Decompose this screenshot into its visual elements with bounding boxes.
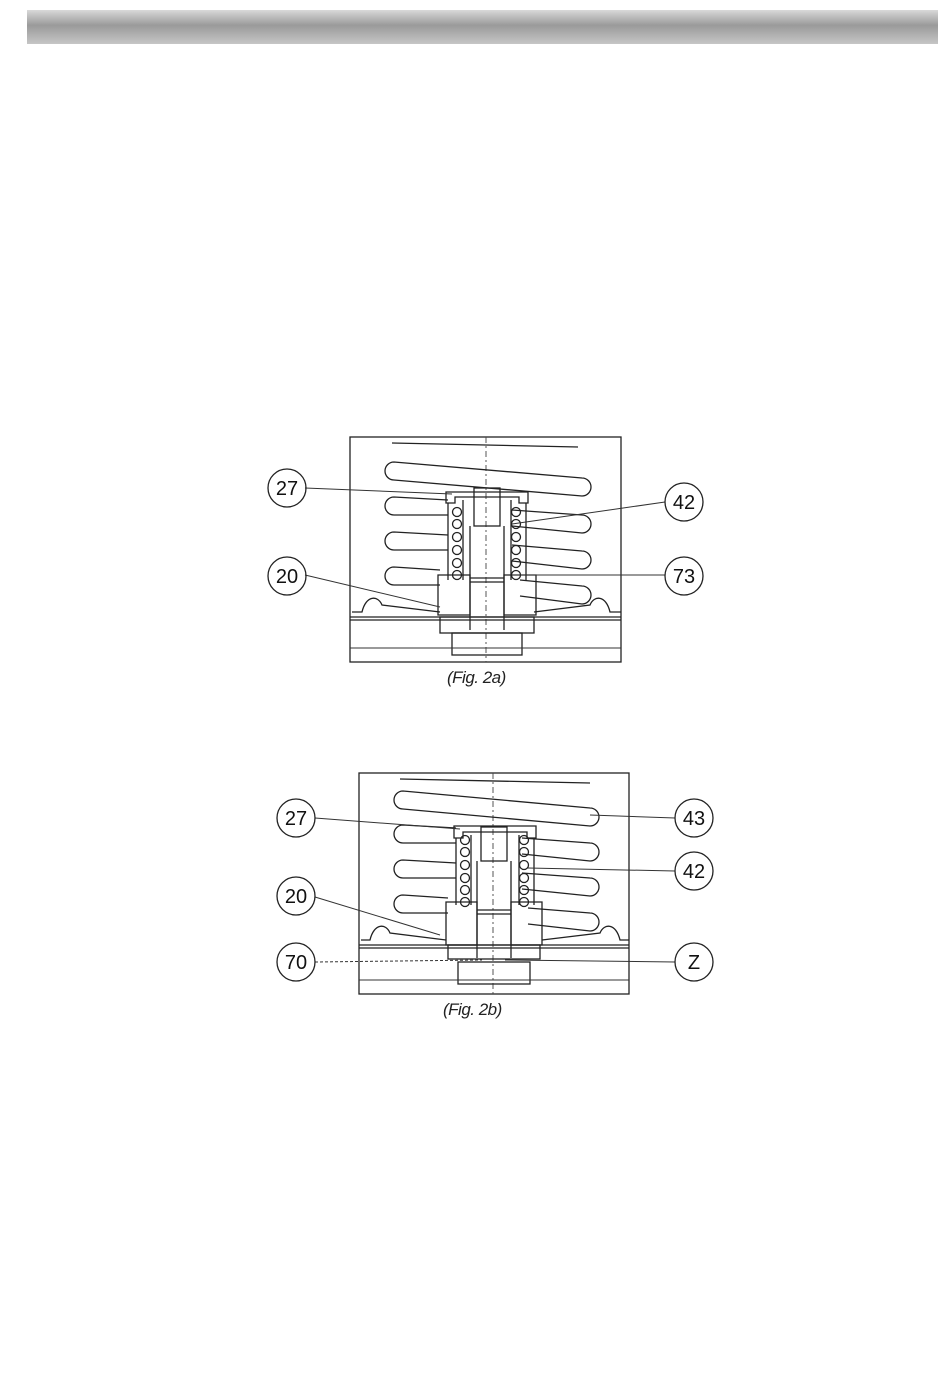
figure-2b-callout-27: 27 (277, 799, 315, 837)
svg-text:Z: Z (688, 952, 700, 974)
figure-2b-callout-70: 70 (277, 943, 315, 981)
figure-2b-callout-z: Z (675, 943, 713, 981)
svg-text:70: 70 (285, 952, 307, 974)
figure-2b-spring-coils (394, 779, 599, 931)
svg-text:43: 43 (683, 808, 705, 830)
figure-2b-callout-42: 42 (675, 852, 713, 890)
figure-2b-spindle (477, 827, 511, 958)
svg-text:27: 27 (285, 808, 307, 830)
svg-text:20: 20 (285, 886, 307, 908)
svg-text:42: 42 (683, 861, 705, 883)
figure-2b-callout-43: 43 (675, 799, 713, 837)
figure-2b-callout-20: 20 (277, 877, 315, 915)
figure-2b-caption: (Fig. 2b) (443, 1000, 502, 1020)
figure-2b-diagram: 27 43 42 20 70 Z (0, 0, 950, 1100)
